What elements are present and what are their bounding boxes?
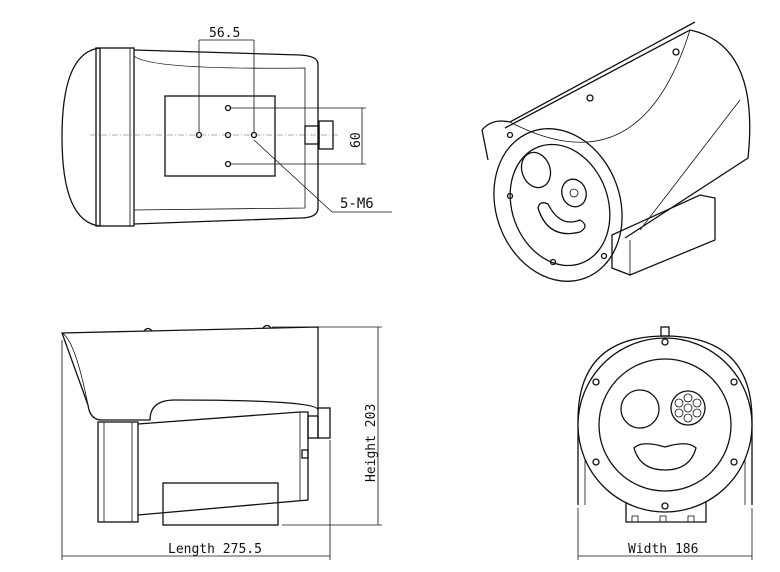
top-view-front-ring [95, 47, 135, 227]
top-view-mount-plate [164, 95, 276, 177]
iso-mount-block [611, 194, 716, 276]
isometric-view [481, 21, 751, 282]
side-view: Height 203 Length 275.5 [61, 324, 382, 560]
side-view-front-ring [97, 421, 139, 523]
iso-housing [504, 29, 751, 239]
mount-hole [224, 160, 232, 168]
iso-sunshield [481, 21, 696, 131]
iso-top-screw [672, 48, 680, 56]
front-view-lens [620, 389, 660, 429]
iso-lens [520, 151, 552, 189]
side-view-mount [162, 482, 279, 526]
dim-hole-spacing: 56.5 [209, 26, 240, 41]
front-view: Width 186 [577, 326, 753, 560]
iso-ir-cluster [561, 178, 587, 208]
dim-length: Length 275.5 [168, 542, 262, 557]
front-view-window [633, 443, 697, 471]
mount-hole [224, 104, 232, 112]
iso-front-ring [493, 128, 623, 282]
front-view-ir-cluster [670, 390, 706, 426]
thread-callout: 5-M6 [340, 196, 374, 212]
top-view-front-cap [61, 47, 101, 227]
side-view-sunshield [61, 326, 319, 421]
top-view: 56.5 60 5-M6 [61, 26, 392, 227]
top-view-housing [133, 49, 319, 225]
iso-top-screw [586, 94, 594, 102]
dim-height: Height 203 [364, 404, 379, 482]
side-view-gland-nut [317, 407, 331, 439]
iso-window [537, 202, 586, 235]
side-view-housing [137, 411, 309, 516]
side-view-gland [307, 415, 319, 439]
dim-hole-height: 60 [349, 132, 364, 148]
dim-width: Width 186 [628, 542, 698, 557]
front-view-ring [577, 337, 753, 513]
top-view-gland-nut [318, 120, 334, 150]
